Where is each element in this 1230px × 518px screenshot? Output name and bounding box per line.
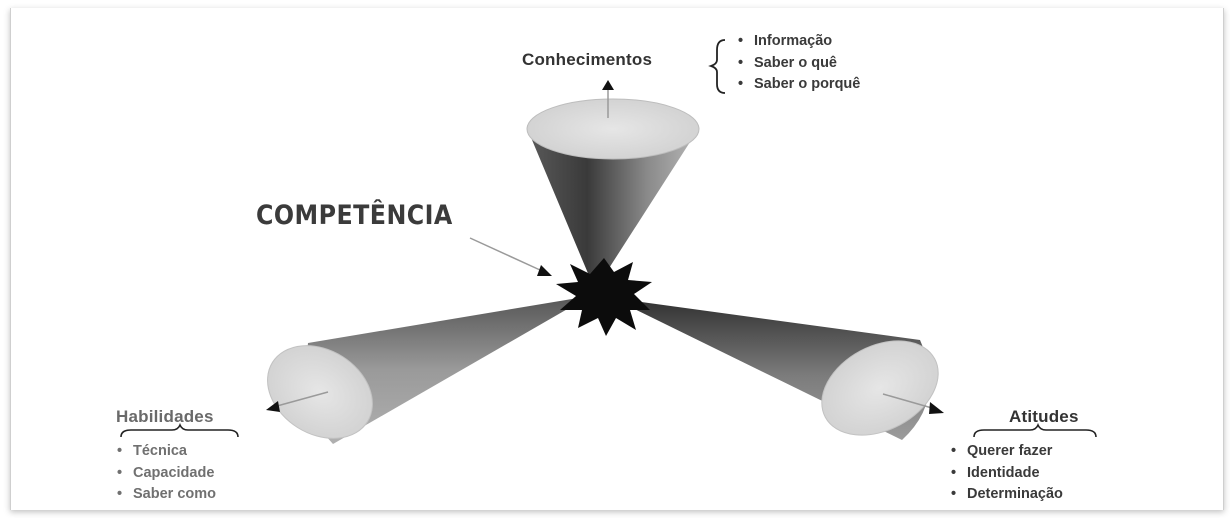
habilidades-arrow-line — [276, 391, 329, 407]
list-item: •Técnica — [117, 441, 216, 463]
list-item: •Saber o quê — [738, 53, 860, 75]
competencia-starburst — [556, 258, 652, 336]
bullet-icon: • — [951, 486, 957, 502]
list-item: •Determinação — [951, 484, 1063, 506]
atitudes-arrowhead — [929, 402, 944, 414]
habilidades-cone — [266, 296, 590, 444]
bullet-icon: • — [738, 76, 744, 92]
atitudes-brace — [973, 422, 1097, 438]
atitudes-list: •Querer fazer •Identidade •Determinação — [951, 441, 1063, 506]
list-item: •Saber como — [117, 484, 216, 506]
list-item: •Saber o porquê — [738, 74, 860, 96]
habilidades-list: •Técnica •Capacidade •Saber como — [117, 441, 216, 506]
bullet-icon: • — [951, 464, 957, 481]
bullet-icon: • — [951, 443, 957, 459]
conhecimentos-cone — [526, 80, 700, 290]
conhecimentos-arrowhead — [602, 80, 614, 90]
list-item: •Capacidade — [117, 463, 216, 485]
habilidades-title: Habilidades — [116, 407, 214, 426]
diagram-frame — [10, 8, 1224, 510]
atitudes-cone — [612, 298, 944, 440]
list-item: •Identidade — [951, 463, 1063, 485]
competencia-pointer-line — [469, 237, 541, 271]
competencia-pointer-arrowhead — [537, 265, 552, 276]
atitudes-title: Atitudes — [1009, 407, 1079, 426]
conhecimentos-brace — [708, 39, 726, 94]
competencia-label: COMPETÊNCIA — [256, 200, 453, 231]
list-item: •Querer fazer — [951, 441, 1063, 463]
bullet-icon: • — [117, 486, 123, 502]
atitudes-arrow-line — [882, 393, 933, 409]
bullet-icon: • — [117, 464, 123, 481]
conhecimentos-title: Conhecimentos — [522, 50, 653, 69]
list-item: •Informação — [738, 31, 860, 53]
habilidades-brace — [120, 422, 239, 438]
bullet-icon: • — [738, 33, 744, 49]
bullet-icon: • — [117, 443, 123, 459]
bullet-icon: • — [738, 54, 744, 71]
conhecimentos-list: •Informação •Saber o quê •Saber o porquê — [738, 31, 860, 96]
habilidades-arrowhead — [266, 401, 280, 412]
